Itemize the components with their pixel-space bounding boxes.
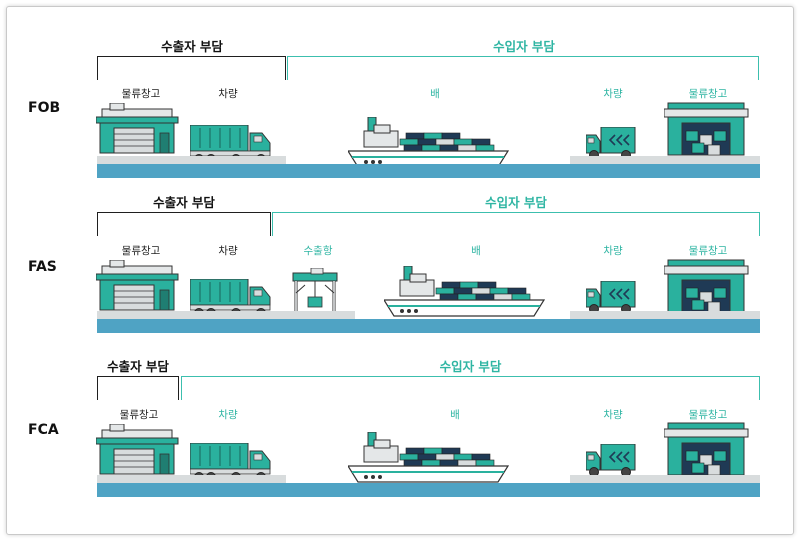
stage-label-vehicle: 차량 (603, 245, 623, 257)
importer-burden-label: 수입자 부담 (485, 195, 547, 210)
truck-icon (586, 281, 636, 315)
importer-burden-label: 수입자 부담 (493, 39, 555, 54)
stage-label-warehouse: 물류창고 (119, 409, 159, 421)
stage-label-ship: 배 (450, 409, 460, 421)
truck-icon (586, 444, 636, 478)
row-fas: FAS 수출자 부담 수입자 부담 물류창고 차량 수출항 배 차량 물류창고 (0, 0, 800, 333)
importer-burden-bracket (181, 376, 760, 400)
importer-burden-bracket (287, 56, 759, 80)
land-strip (570, 156, 760, 164)
sea-strip (97, 483, 760, 497)
warehouse-icon (96, 260, 179, 311)
importer-burden-label: 수입자 부담 (439, 359, 502, 374)
stage-label-warehouse: 물류창고 (688, 245, 728, 257)
importer-burden-bracket (272, 212, 760, 236)
sea-strip (97, 164, 760, 178)
stage-label-warehouse: 물류창고 (121, 245, 161, 257)
warehouse-icon (664, 422, 749, 476)
stage-label-vehicle: 차량 (603, 409, 623, 421)
land-strip (97, 156, 286, 164)
incoterm-label: FOB (28, 100, 61, 116)
incoterm-label: FAS (28, 259, 57, 275)
exporter-burden-bracket (97, 56, 286, 80)
stage-label-vehicle: 차량 (218, 88, 238, 100)
sea-strip (97, 319, 760, 333)
stage-label-warehouse: 물류창고 (688, 88, 728, 100)
exporter-burden-bracket (97, 212, 271, 236)
land-strip (570, 311, 760, 319)
stage-label-vehicle: 차량 (218, 245, 238, 257)
exporter-burden-label: 수출자 부담 (153, 195, 215, 210)
exporter-burden-label: 수출자 부담 (161, 39, 223, 54)
stage-label-export-port: 수출항 (303, 245, 333, 257)
stage-label-ship: 배 (471, 245, 481, 257)
stage-label-vehicle: 차량 (218, 409, 238, 421)
stage-label-warehouse: 물류창고 (121, 88, 161, 100)
land-strip (570, 475, 760, 483)
stage-label-warehouse: 물류창고 (688, 409, 728, 421)
warehouse-icon (664, 259, 749, 313)
row-fob: FOB 수출자 부담 수입자 부담 물류창고 차량 배 차량 물류창고 (0, 0, 800, 178)
warehouse-icon (96, 424, 179, 475)
row-fca: FCA 수출자 부담 수입자 부담 물류창고 차량 배 차량 물류창고 (0, 0, 800, 497)
exporter-burden-bracket (97, 376, 179, 400)
stage-label-ship: 배 (430, 88, 440, 100)
exporter-burden-label: 수출자 부담 (107, 359, 169, 374)
land-strip (97, 475, 286, 483)
ship-icon (384, 266, 545, 317)
ship-icon (348, 432, 509, 483)
incoterm-label: FCA (28, 422, 59, 438)
stage-label-vehicle: 차량 (603, 88, 623, 100)
land-strip (97, 311, 355, 319)
